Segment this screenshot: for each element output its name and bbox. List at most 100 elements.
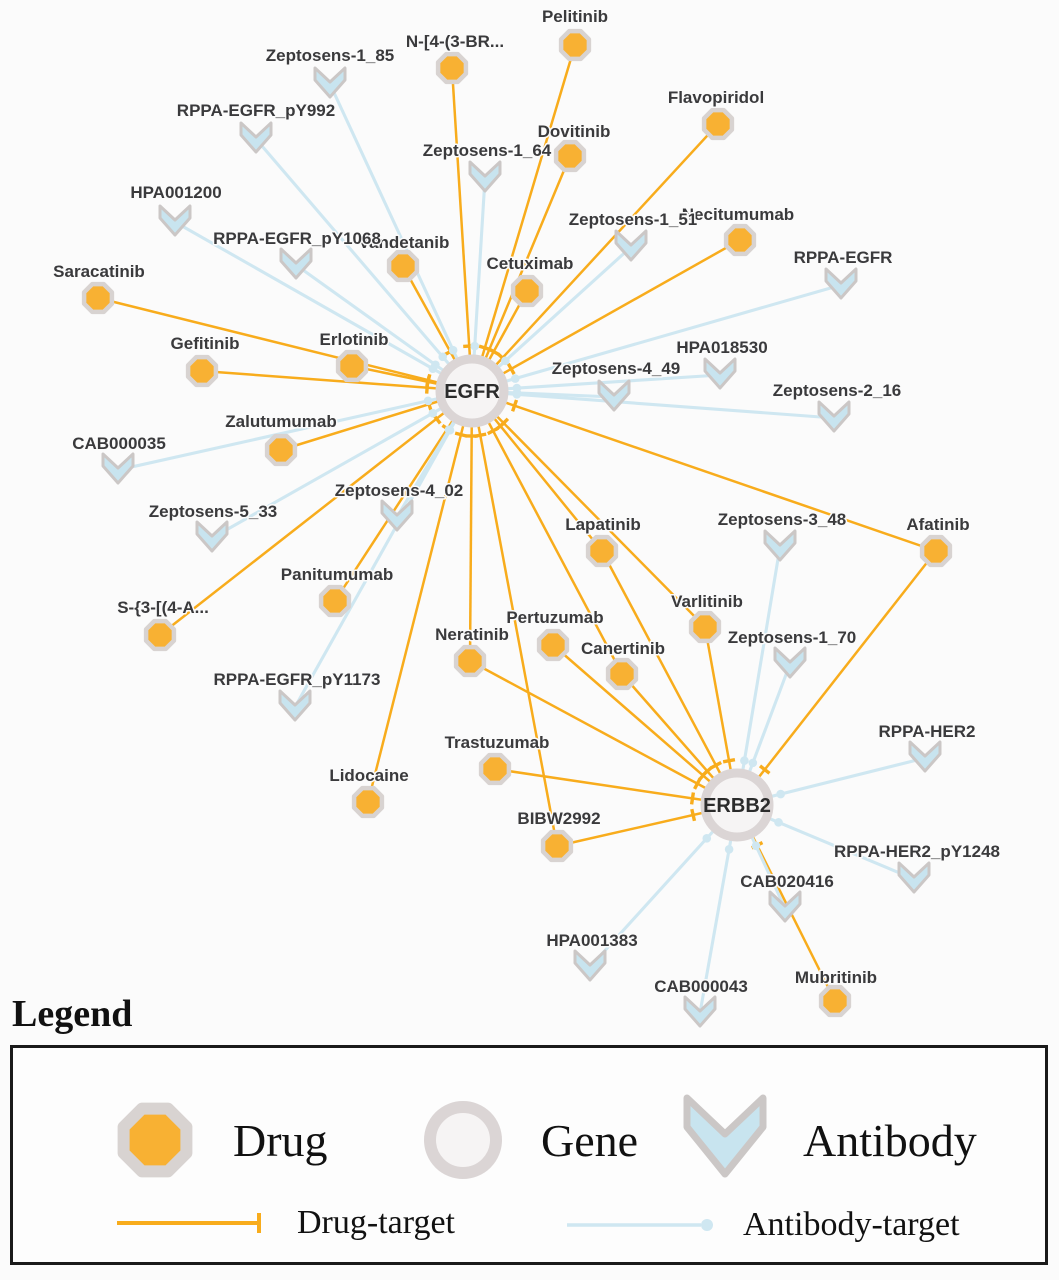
edge-antibody-target [174,220,473,393]
node-label: RPPA-EGFR_pY1068 [213,229,381,248]
edge-drug-target [736,550,937,806]
node-label: Necitumumab [682,205,794,224]
drug-octagon-icon [553,139,587,173]
node-label: RPPA-EGFR_pY992 [177,101,335,120]
antibody-target-dot-icon [470,341,480,351]
drug-octagon-icon [386,249,420,283]
legend-item-antibody: Antibody [673,1088,977,1192]
drug-node [386,249,420,283]
drug-target-tee-icon [758,764,771,775]
drug-node [185,354,219,388]
drug-octagon-icon [453,644,487,678]
edge-drug-target [470,390,624,675]
antibody-node [908,740,942,773]
antibody-target-dot-icon [774,818,783,827]
node-label: HPA001200 [130,183,221,202]
antibody-target-dot-icon [448,345,458,355]
drug-octagon-icon [351,785,385,819]
drug-node [585,534,619,568]
drug-octagon-icon [701,107,735,141]
antibody-node [768,890,802,923]
antibody-chevron-icon [824,267,858,300]
gene-circle-icon [700,768,774,842]
legend-box: Drug Gene Antibody Drug-target [10,1045,1048,1265]
antibody-node [380,499,414,532]
node-label: Zeptosens-4_02 [335,481,464,500]
legend-item-drug: Drug [103,1088,328,1192]
edge-antibody-target [471,283,842,393]
drug-node [318,584,352,618]
antibody-chevron-icon [278,689,312,722]
antibody-node [573,949,607,982]
drug-octagon-icon [540,829,574,863]
antibody-chevron-icon [239,121,273,154]
node-label: Flavopiridol [668,88,764,107]
antibody-target-dot-icon [740,756,749,765]
antibody-target-dot-icon [776,789,785,799]
node-label: Zeptosens-2_16 [773,381,902,400]
node-label: Gefitinib [171,334,240,353]
node-label: Neratinib [435,625,509,644]
node-label: Zeptosens-1_70 [728,628,857,647]
drug-node [536,628,570,662]
drug-target-tee-icon [498,417,510,429]
antibody-node [101,452,135,485]
drug-octagon-icon [318,584,352,618]
node-label: Zeptosens-3_48 [718,510,847,529]
node-label: ERBB2 [703,795,771,817]
edge-drug-target [494,767,738,807]
node-label: Zeptosens-4_49 [552,359,681,378]
gene-node [700,768,774,842]
drug-node [540,829,574,863]
node-label: S-{3-[(4-A... [117,598,209,617]
drug-octagon-icon [510,274,544,308]
antibody-chevron-icon [468,160,502,193]
drug-node [723,223,757,257]
node-label: Zalutumumab [225,412,336,431]
antibody-chevron-icon [683,995,717,1028]
edge-drug-target [471,123,719,392]
drug-octagon-icon [605,657,639,691]
drug-octagon-icon [435,51,469,85]
drug-octagon-icon [818,984,852,1018]
node-label: EGFR [444,381,500,403]
node-label: Canertinib [581,639,665,658]
drug-target-line-icon [117,1213,261,1233]
antibody-target-dot-icon [428,408,438,418]
legend-drug-label: Drug [233,1114,328,1166]
node-label: Zeptosens-1_85 [266,46,395,65]
drug-target-tee-icon [474,432,487,439]
edge-drug-target [600,550,739,806]
node-label: Afatinib [906,515,969,534]
antibody-node [468,160,502,193]
antibody-chevron-icon [817,400,851,433]
legend-title: Legend [12,993,133,1035]
antibody-chevron-icon [597,379,631,412]
legend-drug-target-label: Drug-target [297,1204,455,1241]
edge-drug-target [97,296,473,393]
antibody-target-dot-icon [724,845,734,854]
antibody-chevron-icon [313,66,347,99]
antibody-chevron-icon [703,357,737,390]
antibody-node [817,400,851,433]
node-label: RPPA-HER2_pY1248 [834,842,1000,861]
antibody-node [773,646,807,679]
antibody-target-dot-icon [512,390,522,399]
edge-drug-target [159,390,473,636]
antibody-node [763,529,797,562]
node-label: Pelitinib [542,7,608,26]
node-label: Vandetanib [359,233,450,252]
antibody-node [597,379,631,412]
node-label: RPPA-EGFR [794,248,893,267]
drug-target-tee-icon [454,431,468,438]
drug-target-tee-icon [722,757,736,764]
antibody-node [614,229,648,262]
antibody-node [313,66,347,99]
node-label: Zeptosens-1_51 [569,210,698,229]
drug-target-tee-icon [487,347,500,356]
edge-drug-target [470,44,577,392]
node-label: CAB000043 [654,977,748,996]
node-label: Panitumumab [281,565,393,584]
edge-drug-target [552,644,738,806]
